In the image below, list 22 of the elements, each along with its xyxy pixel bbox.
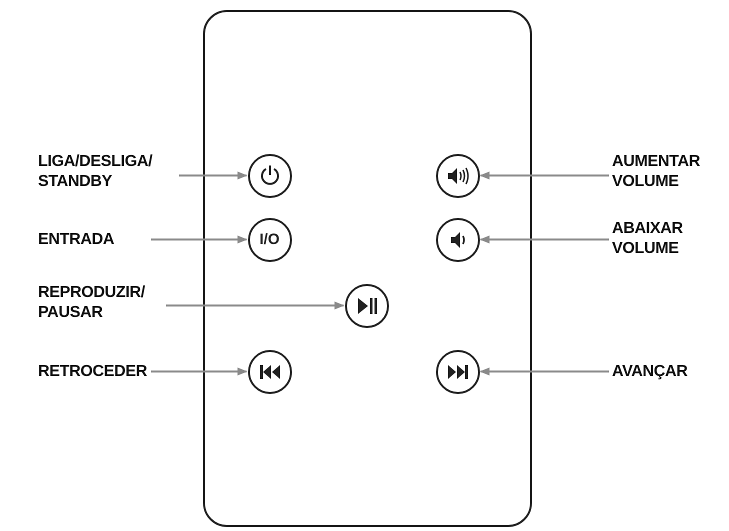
leader-line [151,368,248,376]
callout-label: ABAIXAR VOLUME [612,219,722,259]
callout-label: RETROCEDER [38,362,148,382]
play-pause-button [344,284,388,328]
remote-control-body [203,10,532,527]
leader-line [166,302,344,310]
callout-label: LIGA/DESLIGA/ STANDBY [38,152,176,192]
rewind-button [248,350,292,394]
leader-line [179,172,248,180]
callout-label: REPRODUZIR/ PAUSAR [38,283,163,323]
leader-line [480,172,609,180]
leader-line [480,368,609,376]
volume-down-button [436,218,480,262]
input-button: I/O [248,218,292,262]
volume-up-button [436,154,480,198]
callout-label: ENTRADA [38,230,148,250]
fast-forward-button [436,350,480,394]
callout-label: AUMENTAR VOLUME [612,152,722,192]
callout-label: AVANÇAR [612,362,722,382]
leader-line [151,236,248,244]
leader-line [480,236,609,244]
power-button [248,154,292,198]
